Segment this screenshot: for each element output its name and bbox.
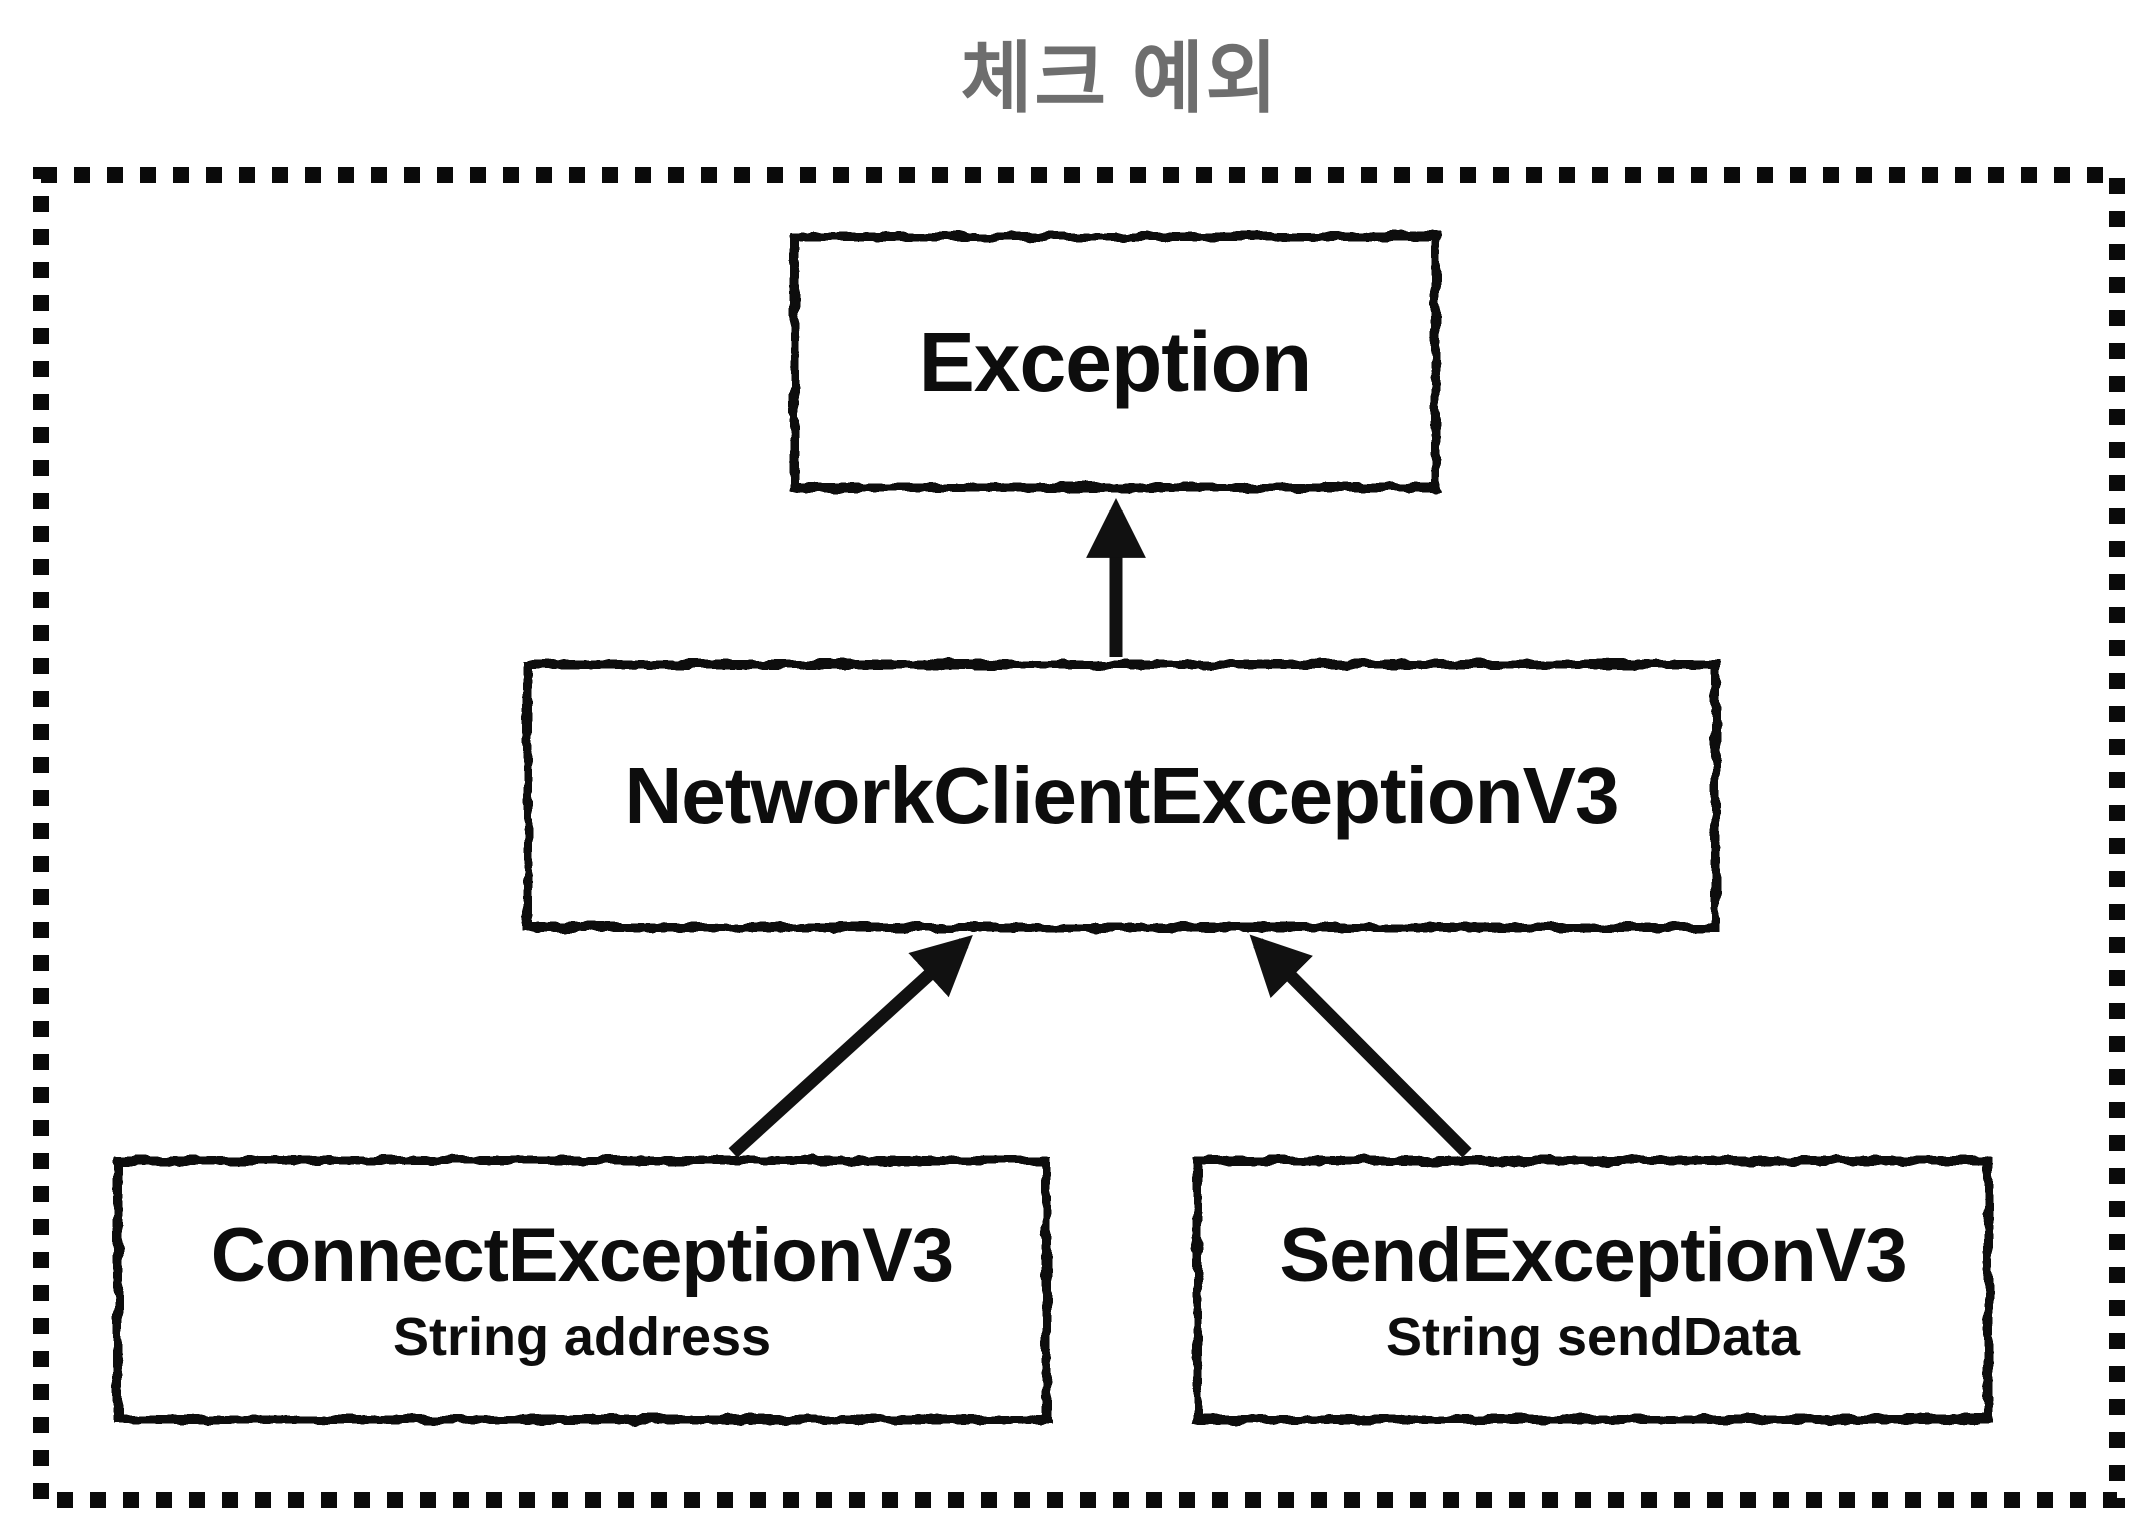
node-send-label: SendExceptionV3 bbox=[1279, 1213, 1908, 1299]
node-network-client: NetworkClientExceptionV3 bbox=[523, 660, 1720, 932]
node-connect-box bbox=[113, 1156, 1051, 1424]
node-exception: Exception bbox=[790, 232, 1440, 492]
node-connect: ConnectExceptionV3 String address bbox=[113, 1156, 1051, 1424]
node-exception-box bbox=[790, 232, 1440, 492]
diagram-title: 체크 예외 bbox=[960, 34, 1280, 122]
node-network-client-label: NetworkClientExceptionV3 bbox=[624, 751, 1619, 840]
node-network-client-box bbox=[523, 660, 1720, 932]
outer-dashed-frame bbox=[33, 167, 2125, 1508]
arrow-send-to-network bbox=[1249, 934, 1472, 1158]
node-exception-label: Exception bbox=[918, 314, 1312, 409]
node-send-box bbox=[1193, 1156, 1993, 1424]
arrow-connect-to-network bbox=[728, 934, 973, 1158]
node-connect-label: ConnectExceptionV3 bbox=[210, 1213, 954, 1299]
node-connect-field: String address bbox=[392, 1306, 772, 1367]
node-send-field: String sendData bbox=[1385, 1306, 1801, 1367]
node-send: SendExceptionV3 String sendData bbox=[1193, 1156, 1993, 1424]
